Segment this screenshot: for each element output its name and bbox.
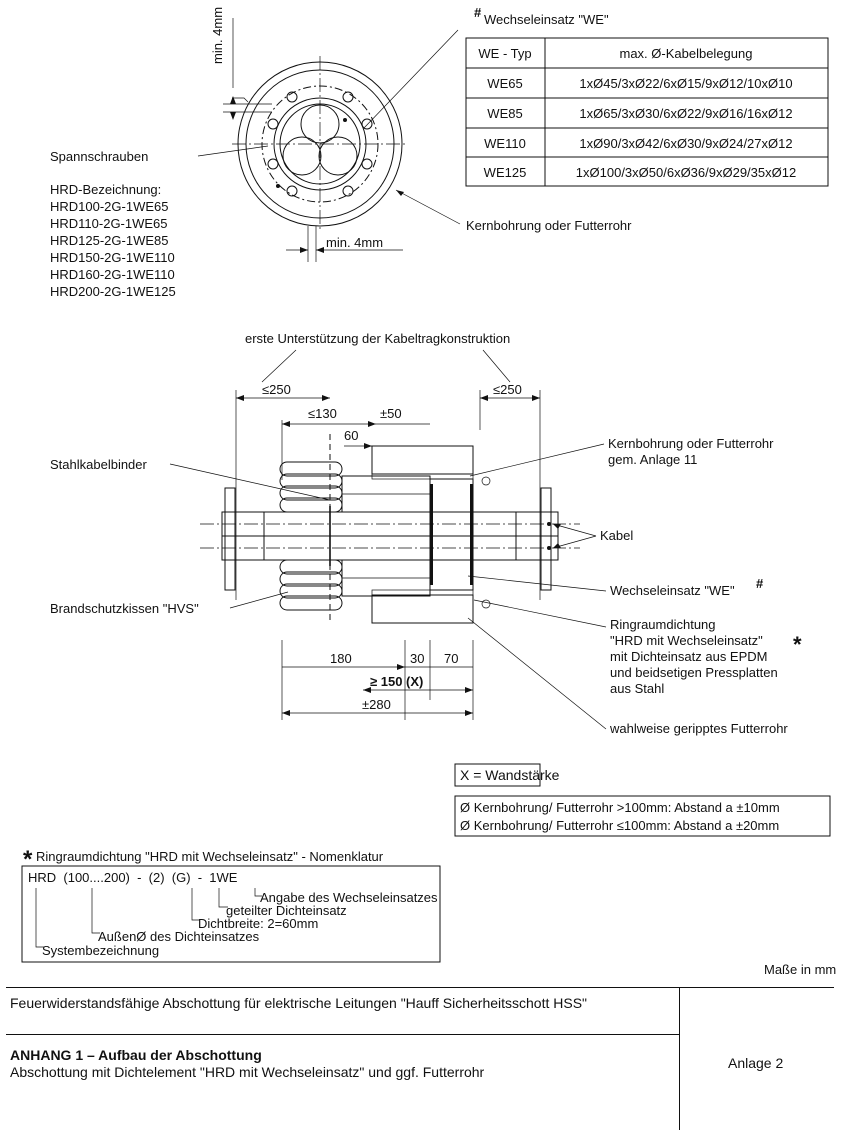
wall-core — [371, 445, 474, 624]
hrd-item: HRD110-2G-1WE65 — [50, 216, 168, 231]
tension-bolt-icons — [267, 91, 373, 197]
we-table-cell: 1xØ65/3xØ30/6xØ22/9xØ16/16xØ12 — [579, 106, 792, 121]
abstand-gt100: Ø Kernbohrung/ Futterrohr >100mm: Abstan… — [460, 800, 780, 815]
anlage-label: Anlage 2 — [728, 1055, 784, 1071]
kernbohrung-section-line2: gem. Anlage 11 — [608, 452, 697, 467]
wechseleinsatz-label: Wechseleinsatz "WE" — [610, 583, 735, 598]
nomenclature-star: * — [23, 846, 33, 873]
ring-line: "HRD mit Wechseleinsatz" — [610, 633, 763, 648]
dim-le130: ≤130 — [308, 406, 337, 421]
anlage-cell: Anlage 2 — [680, 988, 834, 1130]
dim-70: 70 — [444, 651, 458, 666]
min-4mm-horizontal-label: min. 4mm — [326, 235, 383, 250]
abstand-box — [454, 795, 831, 837]
we-table-cell: WE65 — [487, 76, 522, 91]
dim-ge150: ≥ 150 (X) — [370, 674, 423, 689]
hrd-item: HRD160-2G-1WE110 — [50, 267, 175, 282]
document-title-cell: Feuerwiderstandsfähige Abschottung für e… — [6, 988, 679, 1035]
hrd-heading: HRD-Bezeichnung: — [50, 182, 161, 197]
we-table-cell: 1xØ100/3xØ50/6xØ36/9xØ29/35xØ12 — [576, 165, 796, 180]
ringraumdichtung-note: Ringraumdichtung "HRD mit Wechseleinsatz… — [610, 617, 802, 696]
technical-drawing: min. 4mm min. 4mm Spannschrauben Kernboh… — [21, 5, 836, 977]
ring-line: aus Stahl — [610, 681, 664, 696]
we-table-cell: 1xØ90/3xØ42/6xØ30/9xØ24/27xØ12 — [579, 136, 792, 151]
spannschrauben-label: Spannschrauben — [50, 149, 148, 164]
annex-title: ANHANG 1 – Aufbau der Abschottung — [10, 1047, 262, 1063]
nomenclature: * Ringraumdichtung "HRD mit Wechseleinsa… — [21, 846, 441, 963]
min-4mm-vertical-label: min. 4mm — [210, 7, 225, 64]
wechseleinsatz-hash: # — [756, 576, 764, 591]
document-title: Feuerwiderstandsfähige Abschottung für e… — [10, 995, 588, 1011]
nomenclature-dichtbreite: Dichtbreite: 2=60mm — [198, 916, 318, 931]
ring-line: Ringraumdichtung — [610, 617, 716, 632]
we-table-header: max. Ø-Kabelbelegung — [620, 46, 753, 61]
nomenclature-title: Ringraumdichtung "HRD mit Wechseleinsatz… — [36, 849, 384, 864]
masse-in-mm-label: Maße in mm — [764, 962, 836, 977]
kernbohrung-section-line1: Kernbohrung oder Futterrohr — [608, 436, 774, 451]
hrd-designation-list: HRD-Bezeichnung: HRD100-2G-1WE65 HRD110-… — [50, 182, 176, 299]
dim-30: 30 — [410, 651, 424, 666]
hrd-item: HRD200-2G-1WE125 — [50, 284, 176, 299]
nomenclature-code: HRD (100....200) - (2) (G) - 1WE — [28, 870, 238, 885]
title-block: Feuerwiderstandsfähige Abschottung für e… — [6, 987, 834, 1130]
nomenclature-angabe: Angabe des Wechseleinsatzes — [260, 890, 438, 905]
stahlkabelbinder-label: Stahlkabelbinder — [50, 457, 148, 472]
we-table-cell: WE85 — [487, 106, 522, 121]
kernbohrung-top-label: Kernbohrung oder Futterrohr — [466, 218, 632, 233]
wahlweise-label: wahlweise geripptes Futterrohr — [609, 721, 788, 736]
x-wandstaerke-label: X = Wandstärke — [460, 767, 560, 783]
dim-60: 60 — [344, 428, 358, 443]
we-table-title: Wechseleinsatz "WE" — [484, 12, 609, 27]
dim-le250-left: ≤250 — [262, 382, 291, 397]
dim-pm50: ±50 — [380, 406, 402, 421]
we-table-hash: # — [474, 5, 482, 20]
dimension-lines — [235, 390, 541, 720]
ring-line: und beidsetigen Pressplatten — [610, 665, 778, 680]
x-wandstaerke-box — [454, 763, 541, 787]
hrd-item: HRD150-2G-1WE110 — [50, 250, 175, 265]
nomenclature-geteilter: geteilter Dichteinsatz — [226, 903, 347, 918]
erste-unterstuetzung-label: erste Unterstützung der Kabeltragkonstru… — [245, 331, 510, 346]
ring-line: mit Dichteinsatz aus EPDM — [610, 649, 768, 664]
seal-top-view — [197, 18, 461, 262]
cable-bundle — [200, 476, 580, 609]
hrd-item: HRD125-2G-1WE85 — [50, 233, 169, 248]
dim-le250-right: ≤250 — [493, 382, 522, 397]
annex-subtitle: Abschottung mit Dichtelement "HRD mit We… — [10, 1064, 485, 1080]
abstand-le100: Ø Kernbohrung/ Futterrohr ≤100mm: Abstan… — [460, 818, 779, 833]
kabel-label: Kabel — [600, 528, 633, 543]
brandschutzkissen-label: Brandschutzkissen "HVS" — [50, 601, 199, 616]
we-table: # Wechseleinsatz "WE" WE - Typ max. Ø-Ka… — [465, 5, 829, 187]
annex-cell: ANHANG 1 – Aufbau der Abschottung Abscho… — [6, 1035, 679, 1130]
nomenclature-system: Systembezeichnung — [42, 943, 159, 958]
dim-180: 180 — [330, 651, 352, 666]
title-block-left: Feuerwiderstandsfähige Abschottung für e… — [6, 988, 680, 1130]
we-table-cell: 1xØ45/3xØ22/6xØ15/9xØ12/10xØ10 — [579, 76, 792, 91]
ring-star: * — [793, 632, 802, 657]
nomenclature-aussen: AußenØ des Dichteinsatzes — [98, 929, 260, 944]
we-table-cell: WE110 — [484, 136, 526, 151]
dim-pm280: ±280 — [362, 697, 391, 712]
hrd-item: HRD100-2G-1WE65 — [50, 199, 169, 214]
we-table-header: WE - Typ — [478, 46, 531, 61]
we-table-cell: WE125 — [484, 165, 527, 180]
